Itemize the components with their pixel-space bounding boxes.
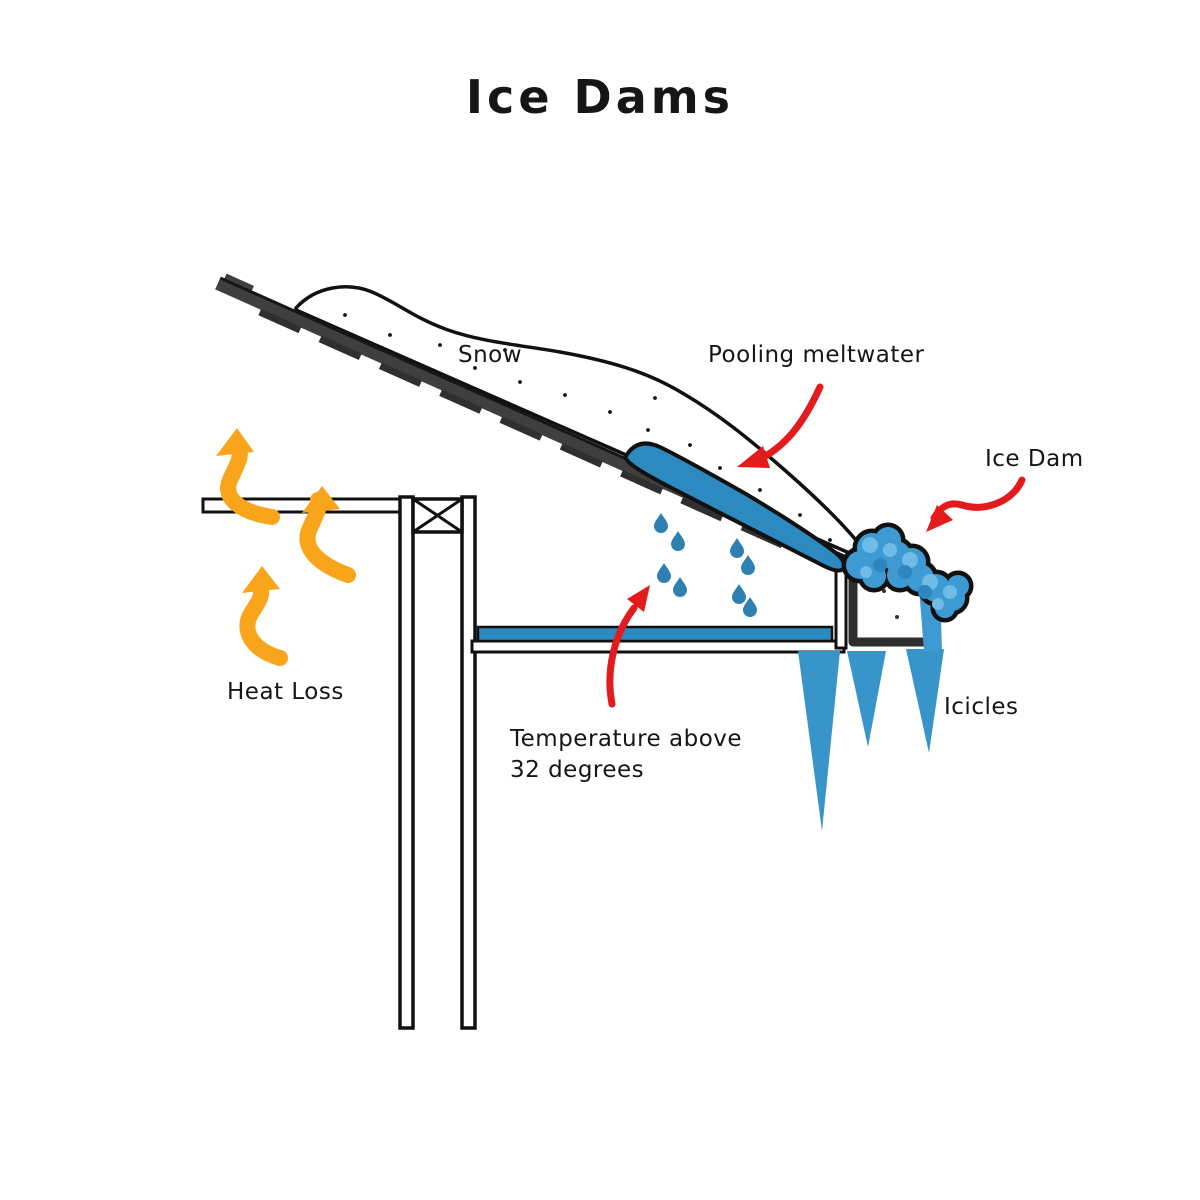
heat-loss-label: Heat Loss — [227, 679, 344, 705]
top-plate-brace — [412, 497, 463, 534]
icicle — [847, 651, 886, 747]
temperature-arrow — [606, 585, 650, 708]
heat-arrow — [299, 486, 356, 583]
icicles-label: Icicles — [944, 694, 1019, 720]
ice-dam-shadows — [873, 558, 932, 599]
icicle — [798, 651, 840, 831]
ice-dam-shape — [841, 522, 974, 623]
ice-dam-label: Ice Dam — [985, 446, 1084, 472]
pooling-meltwater-arrow — [737, 383, 824, 468]
page-title: Ice Dams — [465, 70, 735, 124]
heat-arrow — [216, 428, 280, 525]
icicles-group — [798, 649, 944, 831]
ceiling-board — [470, 639, 846, 654]
wall-stud-right — [460, 495, 477, 1030]
heat-arrow — [239, 566, 288, 666]
icicle — [906, 649, 944, 753]
wall-stud-left — [398, 495, 415, 1030]
snow-label: Snow — [458, 342, 523, 368]
temperature-label: Temperature above 32 degrees — [510, 726, 743, 784]
ice-dam-arrow — [926, 476, 1026, 532]
pooling-meltwater-label: Pooling meltwater — [708, 342, 925, 368]
ceiling-water-layer — [476, 625, 834, 643]
gutter-dots — [882, 589, 899, 619]
heat-loss-arrows — [216, 428, 356, 666]
house-structure — [201, 495, 848, 1030]
annotation-arrows — [606, 383, 1026, 708]
snow-dots — [343, 313, 832, 542]
